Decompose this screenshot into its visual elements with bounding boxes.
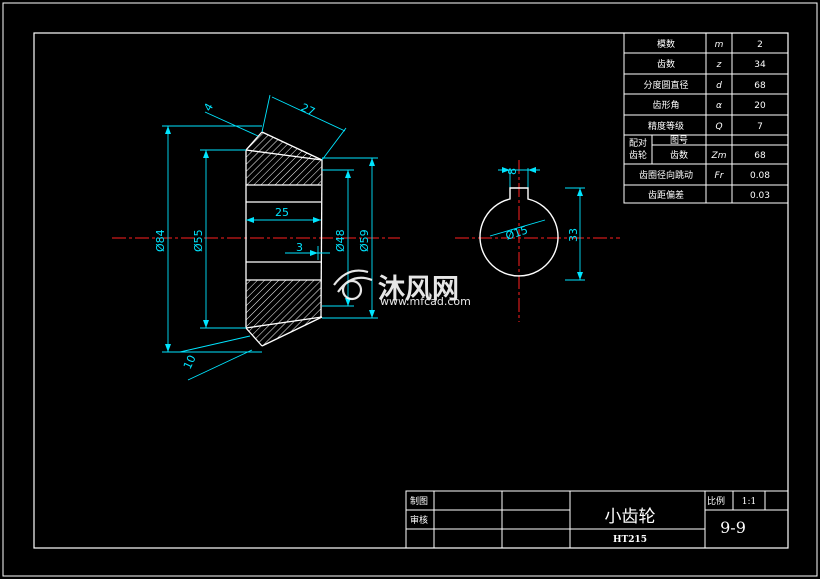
param-symbol: α bbox=[716, 101, 722, 111]
dim-key-width: 8 bbox=[506, 168, 519, 175]
param-value: 2 bbox=[757, 40, 763, 50]
title-block-text: 制图 审核 小齿轮 HT215 比例 1:1 9-9 bbox=[410, 495, 756, 545]
params-table-text: 模数 m 2 齿数 z 34 分度圆直径 d 68 齿形角 α 20 精度等级 … bbox=[629, 38, 770, 201]
tail-row-value: 0.08 bbox=[750, 171, 770, 181]
part-name: 小齿轮 bbox=[605, 507, 656, 527]
dim-27: 27 bbox=[299, 101, 317, 119]
watermark: 沐风网 www.mfcad.com bbox=[333, 269, 471, 308]
tail-row-symbol: Fr bbox=[715, 171, 725, 181]
title-block bbox=[405, 490, 789, 549]
dim-4: 4 bbox=[201, 101, 216, 114]
param-symbol: m bbox=[715, 40, 724, 50]
param-value: 20 bbox=[754, 101, 766, 111]
bore-keyway-outline bbox=[479, 187, 559, 277]
material: HT215 bbox=[613, 535, 647, 545]
dim-d59: Ø59 bbox=[358, 229, 371, 252]
centerlines bbox=[112, 160, 620, 322]
dim-d48: Ø48 bbox=[334, 229, 347, 252]
scale-value: 1:1 bbox=[742, 497, 756, 507]
dim-d55: Ø55 bbox=[192, 229, 205, 252]
dimension-arrows bbox=[165, 126, 583, 352]
param-value: 68 bbox=[754, 81, 766, 91]
param-label: 齿形角 bbox=[652, 99, 679, 111]
watermark-brand: 沐风网 bbox=[378, 274, 459, 305]
mating-label: 配对 bbox=[629, 137, 647, 149]
mating-row-value: 68 bbox=[754, 151, 766, 161]
scale-label: 比例 bbox=[707, 495, 725, 507]
watermark-url: www.mfcad.com bbox=[380, 295, 471, 308]
dim-3: 3 bbox=[296, 241, 303, 254]
checked-label: 审核 bbox=[410, 514, 428, 526]
dimension-lines bbox=[162, 94, 585, 381]
tail-row-label: 齿距偏差 bbox=[648, 189, 684, 201]
hatch-lower bbox=[246, 280, 321, 346]
param-symbol: z bbox=[716, 60, 722, 70]
param-value: 34 bbox=[754, 60, 766, 70]
mating-label: 齿轮 bbox=[629, 149, 647, 161]
dim-d84: Ø84 bbox=[154, 229, 167, 252]
param-symbol: Q bbox=[715, 122, 722, 132]
mating-row-label: 图号 bbox=[670, 135, 688, 146]
tail-row-label: 齿圈径向跳动 bbox=[639, 169, 693, 181]
mating-row-label: 齿数 bbox=[670, 149, 688, 161]
hatch-upper bbox=[246, 132, 322, 185]
drawing-number: 9-9 bbox=[720, 518, 746, 537]
mating-row-symbol: Zm bbox=[711, 151, 727, 161]
watermark-logo bbox=[333, 269, 373, 301]
dim-25: 25 bbox=[275, 206, 289, 219]
param-label: 分度圆直径 bbox=[643, 79, 688, 91]
param-symbol: d bbox=[716, 81, 722, 91]
params-table bbox=[623, 32, 789, 204]
param-label: 精度等级 bbox=[648, 120, 684, 132]
dim-bore: Ø15 bbox=[504, 223, 530, 242]
param-label: 齿数 bbox=[657, 58, 675, 70]
dim-10: 10 bbox=[181, 353, 199, 371]
gear-section bbox=[245, 131, 323, 347]
dim-key-depth: 33 bbox=[567, 228, 580, 242]
tail-row-value: 0.03 bbox=[750, 191, 770, 201]
param-value: 7 bbox=[757, 122, 763, 132]
drawn-label: 制图 bbox=[410, 495, 428, 507]
param-label: 模数 bbox=[657, 38, 675, 50]
